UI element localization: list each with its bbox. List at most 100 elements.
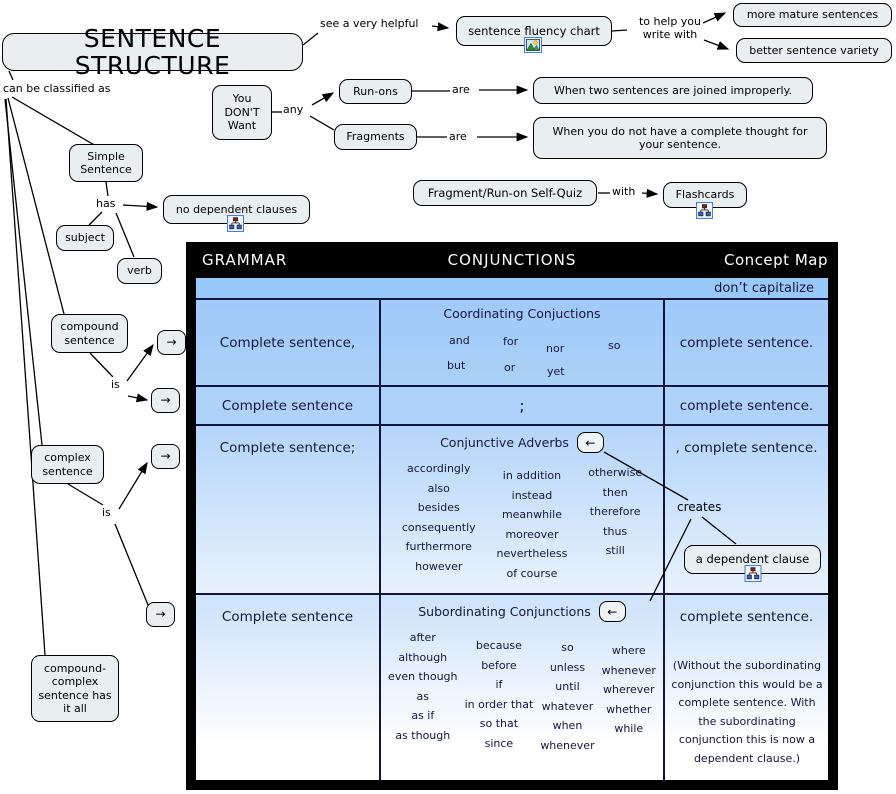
row4-center-cell: Subordinating Conjunctions ← after altho… <box>381 595 663 780</box>
row4-right-cell: complete sentence. (Without the subordin… <box>663 595 828 780</box>
link-label-creates[interactable]: creates <box>677 500 722 514</box>
subordinating-word: wherever <box>602 683 655 696</box>
right-arrow-icon: → <box>160 393 171 408</box>
subordinating-word: even though <box>388 670 458 683</box>
node-run-ons-definition[interactable]: When two sentences are joined improperly… <box>533 77 813 104</box>
link-label-with[interactable]: with <box>612 185 636 198</box>
link-label-classified[interactable]: can be classified as <box>3 82 111 95</box>
node-fragments[interactable]: Fragments <box>334 124 417 150</box>
adverb-word: consequently <box>401 520 476 534</box>
table-header-conjunctions: CONJUNCTIONS <box>447 251 577 269</box>
adverb-word: otherwise <box>588 466 643 479</box>
node-simple-sentence[interactable]: Simple Sentence <box>69 144 143 182</box>
conjunctive-adverbs-title: Conjunctive Adverbs <box>440 435 569 450</box>
table-header: GRAMMAR CONJUNCTIONS Concept Map <box>186 242 838 278</box>
row2-center-cell: ; <box>381 387 663 424</box>
subordinating-title-row: Subordinating Conjunctions ← <box>381 595 663 622</box>
adverb-word: still <box>605 544 625 557</box>
dont-capitalize-row: don’t capitalize <box>196 278 828 300</box>
right-arrow-icon: → <box>155 607 166 622</box>
link-label-is[interactable]: is <box>102 506 111 519</box>
subordinating-column: because before if in order that so that … <box>465 636 534 755</box>
node-arrow-pointer[interactable]: → <box>146 602 175 627</box>
subordinating-word: because <box>475 639 522 652</box>
subordinating-word: whenever <box>540 738 595 752</box>
link-label-is[interactable]: is <box>111 378 120 391</box>
node-self-quiz[interactable]: Fragment/Run-on Self-Quiz <box>413 180 597 206</box>
row3-center-cell: Conjunctive Adverbs ← accordingly also b… <box>381 426 663 593</box>
node-subject[interactable]: subject <box>56 225 114 251</box>
table-body: don’t capitalize Complete sentence, Coor… <box>196 278 828 780</box>
conjunction-word: and <box>449 334 470 347</box>
subordinating-word: where <box>611 644 646 657</box>
adverb-column: otherwise then therefore thus still <box>588 463 642 583</box>
subordinating-word: so <box>561 641 574 654</box>
conjunction-word: for <box>503 335 519 348</box>
subordinating-word: so that <box>479 717 519 730</box>
subordinating-word: whatever <box>541 699 594 713</box>
adverb-word: however <box>415 559 463 573</box>
node-you-dont-want[interactable]: You DON'T Want <box>212 85 272 140</box>
row3-right-cell: , complete sentence. <box>663 426 828 593</box>
link-label-any[interactable]: any <box>283 103 304 116</box>
table-row: Complete sentence Subordinating Conjunct… <box>196 593 828 780</box>
hierarchy-icon[interactable] <box>696 202 713 223</box>
node-more-mature-sentences[interactable]: more mature sentences <box>733 3 892 27</box>
link-label-are[interactable]: are <box>452 83 470 96</box>
subordinating-columns: after although even though as as if as t… <box>381 622 663 755</box>
adverb-word: nevertheless <box>496 547 568 560</box>
conjunction-word: so <box>608 339 621 352</box>
subordinating-word: since <box>484 736 514 750</box>
subordinating-title: Subordinating Conjunctions <box>418 604 591 619</box>
adverb-word: besides <box>417 501 460 514</box>
hierarchy-icon[interactable] <box>227 215 244 236</box>
node-compound-sentence[interactable]: compound sentence <box>51 314 128 353</box>
adverb-word: also <box>427 481 450 495</box>
adverb-word: of course <box>506 566 558 580</box>
adverb-word: furthermore <box>405 540 472 553</box>
subordinating-word: until <box>555 680 580 693</box>
subordinating-note: (Without the subordinating conjunction t… <box>671 659 823 765</box>
subordinating-word: as though <box>395 728 451 742</box>
node-arrow-pointer[interactable]: → <box>151 444 180 469</box>
adverb-column: accordingly also besides consequently fu… <box>402 459 476 583</box>
table-row: Complete sentence ; complete sentence. <box>196 385 828 424</box>
conjunction-word: but <box>447 359 466 372</box>
subordinating-word: as <box>416 689 430 703</box>
node-verb[interactable]: verb <box>117 258 162 284</box>
node-compound-complex[interactable]: compound-complex sentence has it all <box>31 655 119 722</box>
node-fragments-definition[interactable]: When you do not have a complete thought … <box>533 117 827 159</box>
coordinating-title: Coordinating Conjuctions <box>443 306 601 321</box>
node-complex-sentence[interactable]: complex sentence <box>31 445 104 484</box>
subordinating-word: while <box>614 722 644 735</box>
subordinating-word: whether <box>606 702 652 716</box>
node-arrow-pointer[interactable]: → <box>157 330 186 355</box>
link-label-see-helpful[interactable]: see a very helpful <box>320 17 419 30</box>
node-better-sentence-variety[interactable]: better sentence variety <box>736 38 892 63</box>
conjunction-word: yet <box>547 365 565 378</box>
semicolon: ; <box>519 396 525 415</box>
link-label-has[interactable]: has <box>96 197 116 210</box>
node-arrow-pointer[interactable]: → <box>151 388 180 413</box>
image-icon[interactable] <box>524 37 542 57</box>
row1-right-cell: complete sentence. <box>663 300 828 385</box>
subordinating-column: where whenever wherever whether while <box>602 641 656 755</box>
subordinating-column: so unless until whatever when whenever <box>540 638 594 755</box>
row4-right-text: complete sentence. <box>679 609 814 625</box>
node-sentence-structure[interactable]: SENTENCE STRUCTURE <box>2 24 303 79</box>
hierarchy-icon[interactable] <box>744 565 762 586</box>
subordinating-word: if <box>495 678 503 691</box>
link-label-to-help[interactable]: to help you write with <box>638 15 702 42</box>
table-header-grammar: GRAMMAR <box>202 251 288 269</box>
link-label-are[interactable]: are <box>449 130 467 143</box>
table-header-concept-map: Concept Map <box>724 251 828 269</box>
adverb-word: meanwhile <box>501 508 562 521</box>
subordinating-word: when <box>552 719 583 732</box>
back-arrow-node[interactable]: ← <box>598 601 626 622</box>
node-run-ons[interactable]: Run-ons <box>339 79 412 104</box>
row4-left-cell: Complete sentence <box>196 595 381 780</box>
row1-left-cell: Complete sentence, <box>196 300 381 385</box>
adverb-word: moreover <box>505 527 559 541</box>
back-arrow-node[interactable]: ← <box>576 432 604 453</box>
